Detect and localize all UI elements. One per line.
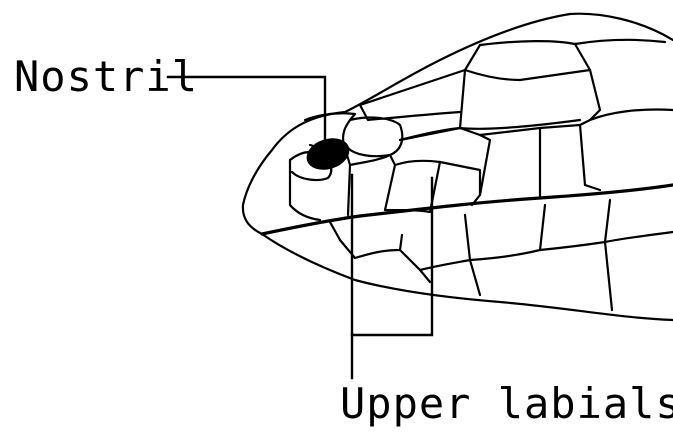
- scale-upper-back: [480, 41, 600, 120]
- scale-lower-6: [420, 270, 430, 282]
- mouth-line: [262, 185, 673, 234]
- scale-lower-5: [605, 232, 673, 242]
- scale-labial-2: [440, 162, 480, 205]
- scale-row-mid-2: [480, 125, 580, 195]
- scale-frontal: [460, 70, 580, 129]
- upper-labials-label: Upper labials: [340, 383, 673, 425]
- scale-lower-4: [540, 200, 612, 310]
- nostril-label: Nostril: [14, 56, 198, 98]
- scale-lower-3: [470, 205, 545, 295]
- scale-eye-area: [400, 128, 480, 140]
- scale-lower-1: [330, 222, 402, 258]
- nostril-shape: [302, 133, 353, 175]
- scale-rostral-line: [290, 160, 320, 220]
- scale-parietal: [465, 45, 590, 80]
- scale-nasal: [348, 118, 402, 157]
- scale-row-mid: [580, 109, 673, 185]
- scale-upper-back-2: [575, 40, 665, 44]
- scale-lower-2: [400, 215, 470, 270]
- scale-flank-1: [585, 185, 600, 190]
